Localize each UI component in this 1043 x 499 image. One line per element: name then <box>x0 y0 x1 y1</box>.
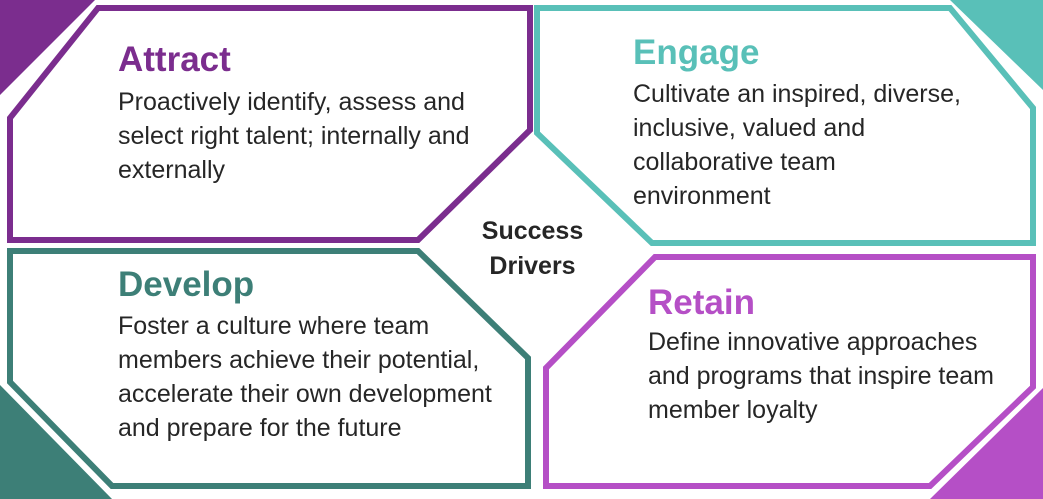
attract-title: Attract <box>118 40 231 79</box>
develop-description: Foster a culture where team members achi… <box>118 312 492 442</box>
develop-title: Develop <box>118 265 255 304</box>
attract-panel <box>7 5 533 243</box>
engage-panel <box>534 5 1036 246</box>
engage-title: Engage <box>633 33 760 72</box>
attract-description: Proactively identify, assess and select … <box>118 88 470 184</box>
retain-panel <box>543 254 1036 489</box>
engage-corner-accent <box>950 0 1043 90</box>
engage-description: Cultivate an inspired, diverse, inclusiv… <box>633 80 961 210</box>
develop-corner-accent <box>0 385 112 499</box>
retain-corner-accent <box>930 388 1043 499</box>
center-label: Success Drivers <box>470 214 595 284</box>
center-label-line2: Drivers <box>489 252 576 280</box>
attract-corner-accent <box>0 0 95 95</box>
develop-panel <box>7 248 531 489</box>
retain-title: Retain <box>648 283 755 322</box>
retain-description: Define innovative approaches and program… <box>648 328 995 424</box>
center-label-line1: Success <box>481 217 584 245</box>
